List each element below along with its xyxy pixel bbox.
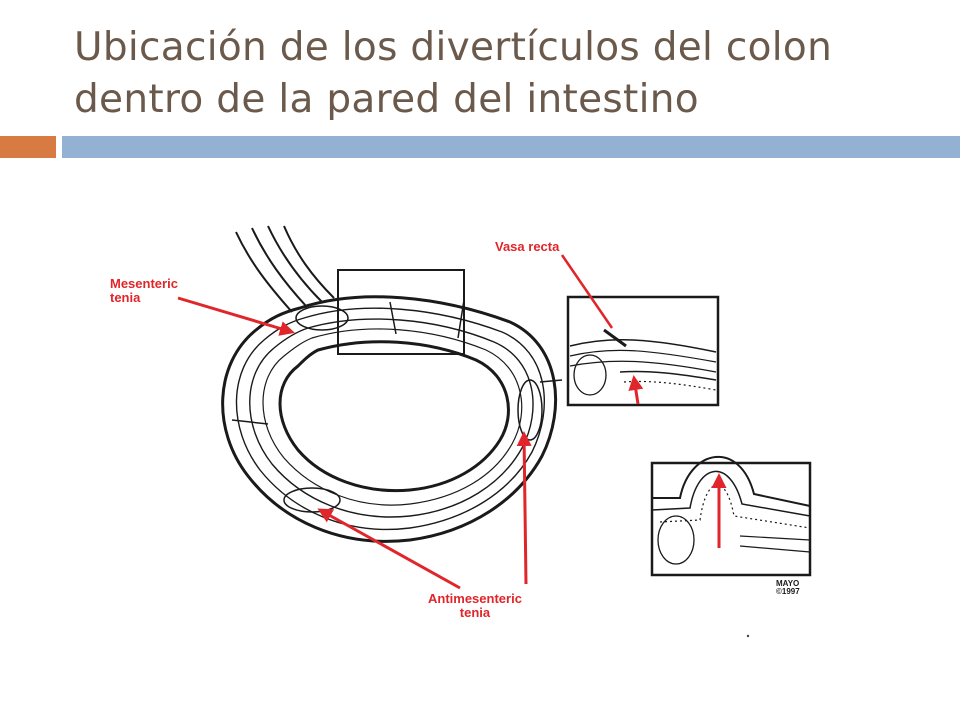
colon-cross-section — [221, 295, 563, 543]
artist-signature: MAYO ©1997 — [776, 580, 800, 596]
slide-title-line-1: Ubicación de los divertículos del colon — [74, 25, 833, 70]
mesenteric-tenia-arrow — [177, 296, 295, 336]
title-underline-bar — [62, 136, 960, 158]
antimesenteric-tenia-label: Antimesenteric tenia — [428, 592, 522, 620]
signature-line-1: MAYO — [776, 579, 800, 588]
slide-title: Ubicación de los divertículos del colon … — [74, 22, 934, 126]
antimesenteric-label-line-2: tenia — [459, 605, 491, 620]
accent-bar — [0, 136, 56, 158]
vasa-recta-label-text: Vasa recta — [495, 239, 560, 254]
slide-title-line-2: dentro de la pared del intestino — [74, 77, 699, 122]
stray-mark — [746, 634, 750, 638]
antimesenteric-arrow-right — [516, 431, 532, 585]
vasa-recta-label: Vasa recta — [495, 240, 559, 254]
vasa-recta-pointer-line — [560, 254, 614, 329]
signature-line-2: ©1997 — [776, 587, 800, 596]
antimesenteric-label-line-1: Antimesenteric — [428, 591, 522, 606]
mesenteric-label-line-1: Mesenteric — [110, 276, 178, 291]
mesenteric-tenia-label: Mesenteric tenia — [110, 277, 178, 305]
inset-panel-vasa-recta — [566, 295, 720, 407]
antimesenteric-arrow-left — [317, 508, 461, 590]
mesentery-vessel — [235, 225, 335, 313]
magnification-box — [337, 269, 465, 355]
mesenteric-label-line-2: tenia — [110, 290, 141, 305]
inset-panel-diverticulum — [650, 455, 812, 577]
